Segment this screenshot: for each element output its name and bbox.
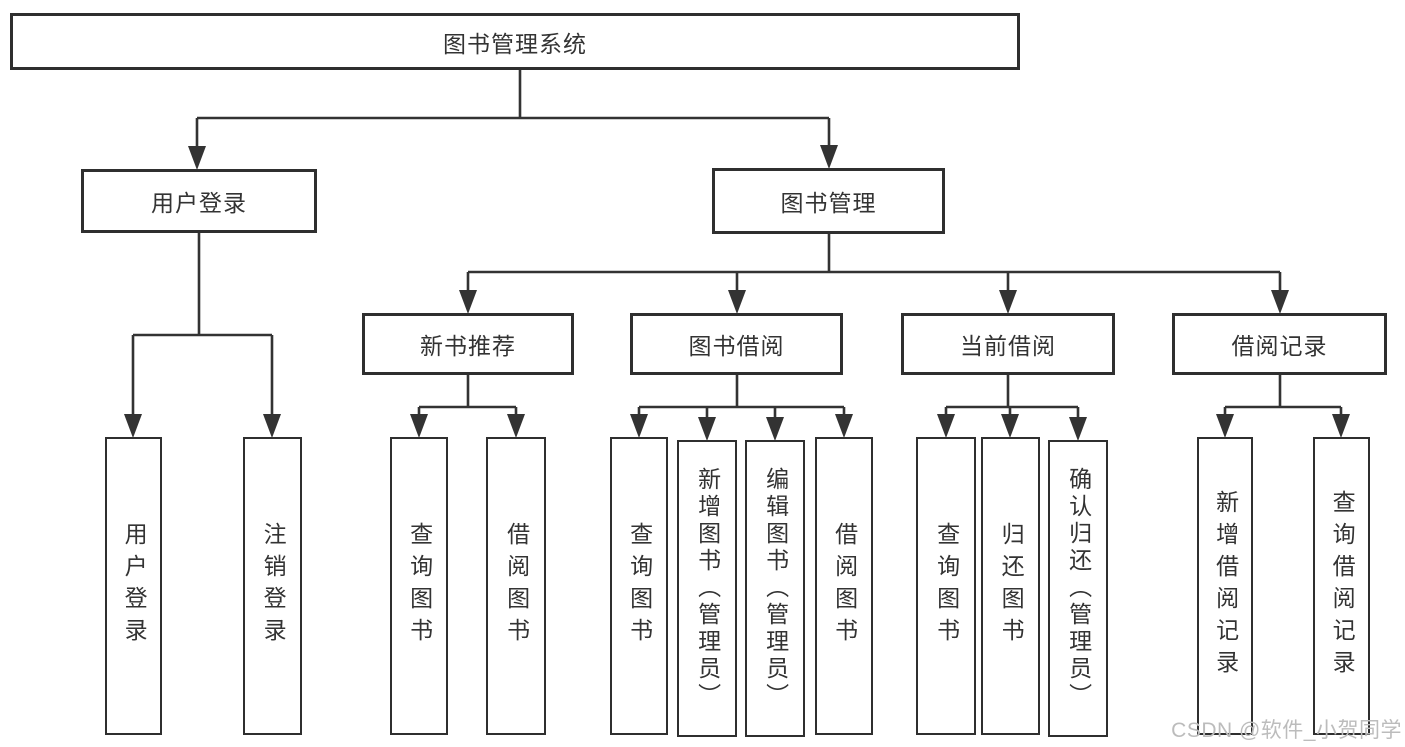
node-book-management-label: 图书管理 <box>780 190 877 216</box>
node-current-borrow: 当前借阅 <box>901 313 1115 375</box>
leaf-query-books-2-label: 查询图书 <box>626 522 653 650</box>
leaf-user-login-label: 用户登录 <box>121 522 148 650</box>
leaf-borrow-books-2-label: 借阅图书 <box>831 522 858 650</box>
node-book-borrow-label: 图书借阅 <box>688 333 785 359</box>
node-borrow-records: 借阅记录 <box>1172 313 1387 375</box>
leaf-query-books-1-label: 查询图书 <box>406 522 433 650</box>
leaf-add-borrow-record-label: 新增借阅记录 <box>1212 490 1239 682</box>
arrowheads <box>124 145 1350 441</box>
node-new-book-recommend: 新书推荐 <box>362 313 574 375</box>
node-current-borrow-label: 当前借阅 <box>960 333 1056 359</box>
leaf-logout-label: 注销登录 <box>260 522 287 650</box>
leaf-user-login: 用户登录 <box>105 437 162 735</box>
leaf-query-books-2: 查询图书 <box>610 437 668 735</box>
leaf-return-books: 归还图书 <box>981 437 1040 735</box>
node-book-management: 图书管理 <box>712 168 945 234</box>
leaf-return-books-label: 归还图书 <box>998 522 1025 650</box>
leaf-add-book-admin-label: 新增图书（管理员） <box>694 467 721 710</box>
node-user-login-label: 用户登录 <box>151 190 247 216</box>
leaf-query-books-1: 查询图书 <box>390 437 448 735</box>
leaf-query-books-3-label: 查询图书 <box>933 522 960 650</box>
watermark: CSDN @软件_小贺同学 <box>1171 719 1402 742</box>
leaf-confirm-return-admin: 确认归还（管理员） <box>1048 440 1108 737</box>
leaf-query-borrow-record-label: 查询借阅记录 <box>1329 490 1356 682</box>
node-root-label: 图书管理系统 <box>443 30 587 57</box>
node-borrow-records-label: 借阅记录 <box>1231 333 1328 359</box>
leaf-query-borrow-record: 查询借阅记录 <box>1313 437 1370 735</box>
leaf-borrow-books-1: 借阅图书 <box>486 437 546 735</box>
leaf-edit-book-admin-label: 编辑图书（管理员） <box>762 467 789 710</box>
leaf-query-books-3: 查询图书 <box>916 437 976 735</box>
node-new-book-recommend-label: 新书推荐 <box>420 333 516 359</box>
leaf-borrow-books-1-label: 借阅图书 <box>503 522 530 650</box>
leaf-add-book-admin: 新增图书（管理员） <box>677 440 737 737</box>
node-user-login: 用户登录 <box>81 169 317 233</box>
leaf-borrow-books-2: 借阅图书 <box>815 437 873 735</box>
node-book-borrow: 图书借阅 <box>630 313 843 375</box>
leaf-logout: 注销登录 <box>243 437 302 735</box>
node-root: 图书管理系统 <box>10 13 1020 70</box>
leaf-confirm-return-admin-label: 确认归还（管理员） <box>1065 467 1092 710</box>
leaf-add-borrow-record: 新增借阅记录 <box>1197 437 1253 735</box>
leaf-edit-book-admin: 编辑图书（管理员） <box>745 440 805 737</box>
